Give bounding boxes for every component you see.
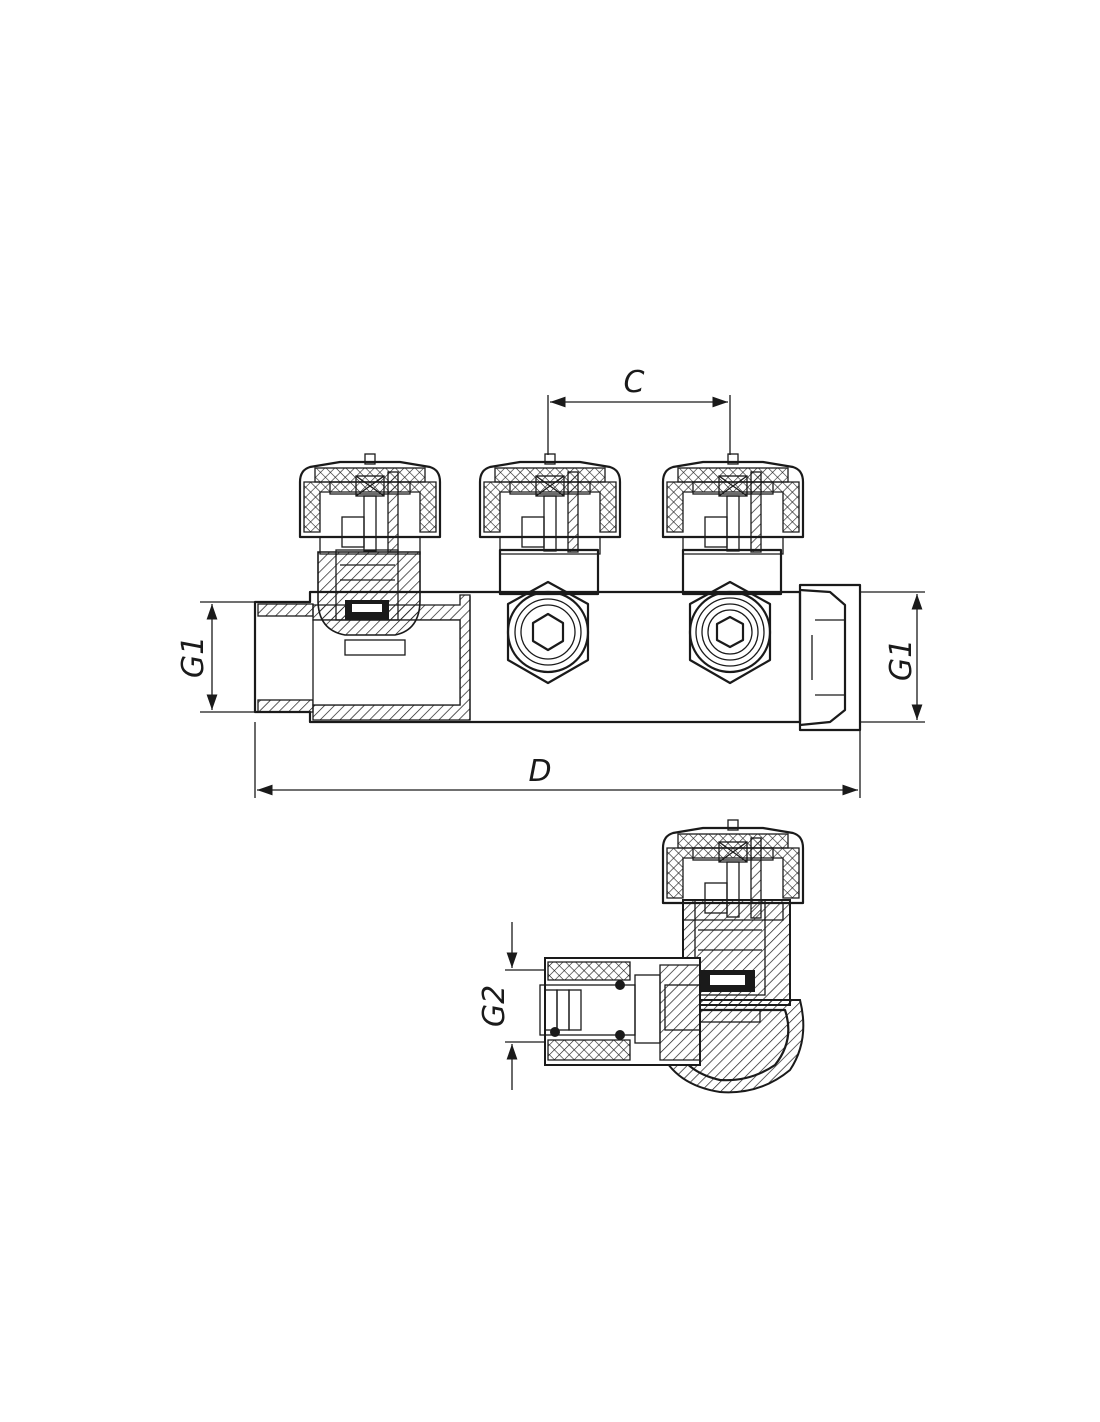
dimension-c-label: C: [624, 365, 645, 400]
dimension-g2-label: G2: [477, 985, 512, 1027]
dimension-g1-right-label: G1: [884, 639, 919, 681]
dimension-g1-left-label: G1: [176, 636, 211, 678]
outlet-hex-2: [688, 580, 772, 685]
dimension-g2: G2: [477, 922, 545, 1090]
valve-handle-1: [298, 452, 442, 556]
dimension-d-label: D: [528, 754, 551, 789]
manifold-side-section: [539, 818, 805, 1094]
dimension-g1-right: G1: [860, 591, 925, 723]
valve-handle-3: [661, 452, 805, 556]
dimension-g1-left: G1: [176, 601, 255, 713]
dimension-c: C: [547, 365, 731, 455]
manifold-front-view: [253, 452, 862, 732]
valve-handle-2: [478, 452, 622, 556]
outlet-hex-1: [506, 580, 590, 685]
dimension-d: D: [254, 722, 861, 798]
